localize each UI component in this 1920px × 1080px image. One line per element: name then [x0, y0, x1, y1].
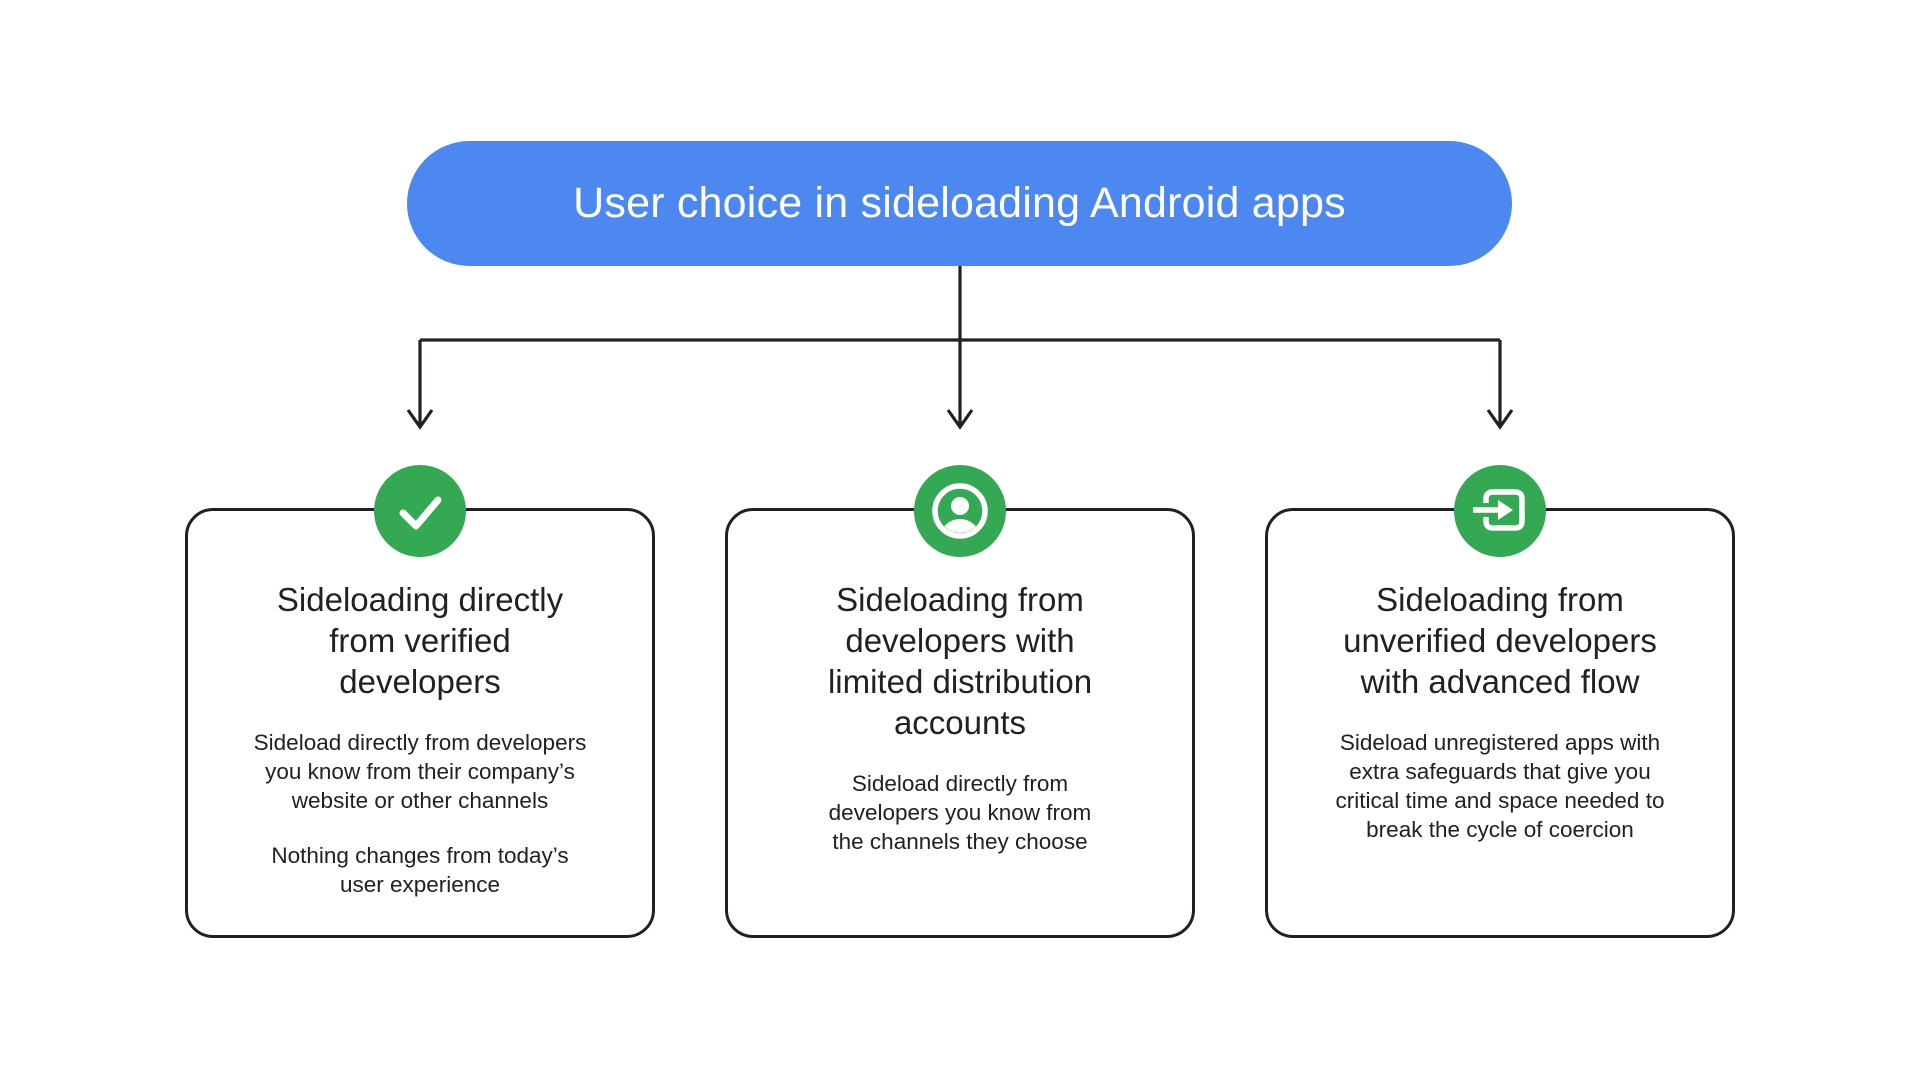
card-paragraph: Sideload directly from developers you kn…: [828, 771, 1092, 854]
card-paragraph: Sideload unregistered apps with extra sa…: [1335, 730, 1665, 842]
diagram-title: User choice in sideloading Android apps: [573, 179, 1346, 227]
card-limited-distribution: Sideloading from developers with limited…: [725, 465, 1195, 938]
card-paragraph: Sideload directly from developers you kn…: [253, 730, 587, 813]
card-unverified-advanced-flow: Sideloading from unverified developers w…: [1265, 465, 1735, 938]
title-pill: User choice in sideloading Android apps: [407, 141, 1512, 266]
account-circle-icon: [914, 465, 1006, 557]
check-icon: [374, 465, 466, 557]
exit-to-app-icon: [1454, 465, 1546, 557]
card-heading: Sideloading from unverified developers w…: [1343, 581, 1657, 700]
arrowhead-right: [1486, 409, 1514, 430]
card-paragraph: Nothing changes from today’s user experi…: [271, 843, 569, 897]
card-heading: Sideloading from developers with limited…: [827, 581, 1093, 741]
card-verified-developers: Sideloading directly from verified devel…: [185, 465, 655, 938]
card-heading: Sideloading directly from verified devel…: [276, 581, 564, 700]
arrowhead-left: [406, 409, 434, 430]
arrowhead-center: [946, 409, 974, 430]
